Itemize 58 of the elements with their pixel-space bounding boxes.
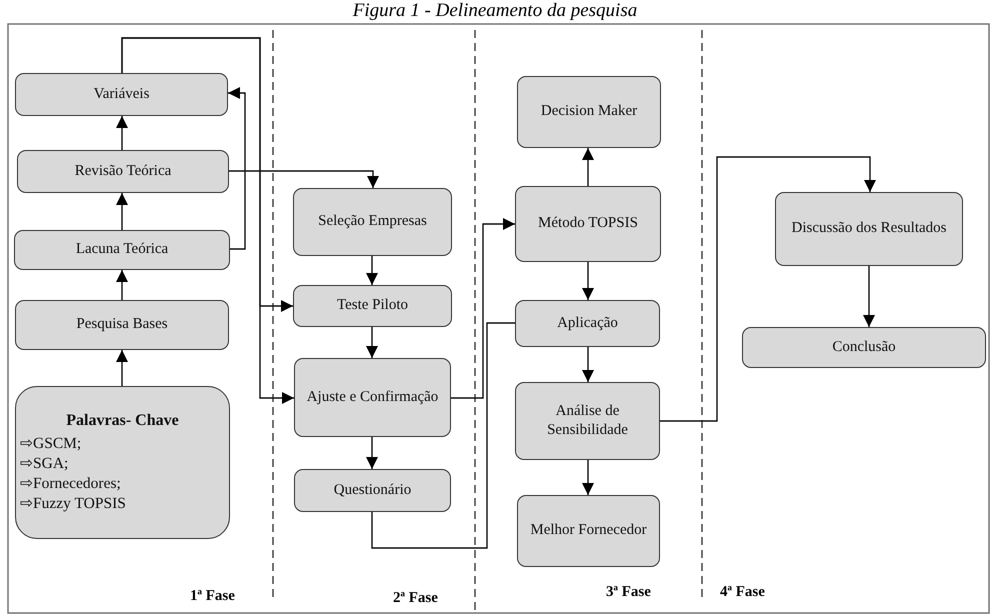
arrow [582, 148, 594, 186]
process-box [15, 386, 230, 539]
list-item: ⇨GSCM; [20, 434, 82, 454]
box-label: Análise de Sensibilidade [546, 402, 629, 440]
list-item: ⇨Fuzzy TOPSIS [20, 494, 126, 514]
figure-title: Figura 1 - Delineamento da pesquisa [352, 0, 638, 22]
phase-label: 2ª Fase [393, 590, 438, 607]
arrow [451, 218, 515, 399]
process-box [515, 300, 660, 347]
list-item: ⇨Fornecedores; [20, 474, 121, 494]
box-label: Teste Piloto [336, 296, 408, 316]
process-box [15, 73, 228, 116]
process-box [775, 192, 963, 266]
arrow [582, 262, 594, 300]
box-label: Ajuste e Confirmação [306, 388, 438, 407]
process-box [517, 495, 660, 567]
arrow [116, 270, 128, 300]
phase-label: 3ª Fase [606, 584, 651, 601]
box-label: Seleção Empresas [318, 212, 427, 232]
box-label: Questionário [334, 480, 412, 500]
arrow [366, 437, 378, 469]
box-heading: Palavras- Chave [66, 410, 179, 431]
process-box [515, 186, 661, 262]
process-box [515, 382, 660, 460]
arrow [116, 350, 128, 386]
arrow [863, 266, 875, 327]
process-box [15, 300, 229, 350]
phase-label: 4ª Fase [720, 584, 765, 601]
process-box [293, 285, 452, 327]
list-item: ⇨SGA; [20, 454, 68, 474]
arrow [660, 156, 876, 422]
box-label: Pesquisa Bases [76, 315, 168, 334]
process-box [294, 469, 451, 512]
arrow [366, 327, 378, 358]
arrow [116, 193, 128, 230]
process-box [742, 327, 986, 368]
arrow [228, 87, 246, 250]
box-label: Aplicação [557, 314, 618, 333]
arrow [582, 347, 594, 382]
arrow [229, 170, 379, 188]
box-label: Lacuna Teórica [76, 240, 168, 260]
box-label: Discussão dos Resultados [792, 219, 946, 238]
process-box [14, 230, 230, 270]
arrow [366, 256, 378, 285]
process-box [294, 358, 451, 437]
arrow [116, 116, 128, 150]
arrow [582, 460, 594, 495]
process-box [293, 188, 452, 256]
box-label: Melhor Fornecedor [530, 521, 647, 540]
box-label: Conclusão [832, 338, 896, 357]
phase-label: 1ª Fase [190, 588, 235, 605]
box-label: Variáveis [94, 84, 150, 104]
box-label: Decision Maker [540, 102, 638, 122]
arrow [121, 37, 294, 404]
process-box [517, 76, 661, 148]
box-label: Método TOPSIS [538, 214, 638, 234]
process-box [17, 150, 229, 193]
box-label: Revisão Teórica [74, 162, 172, 181]
